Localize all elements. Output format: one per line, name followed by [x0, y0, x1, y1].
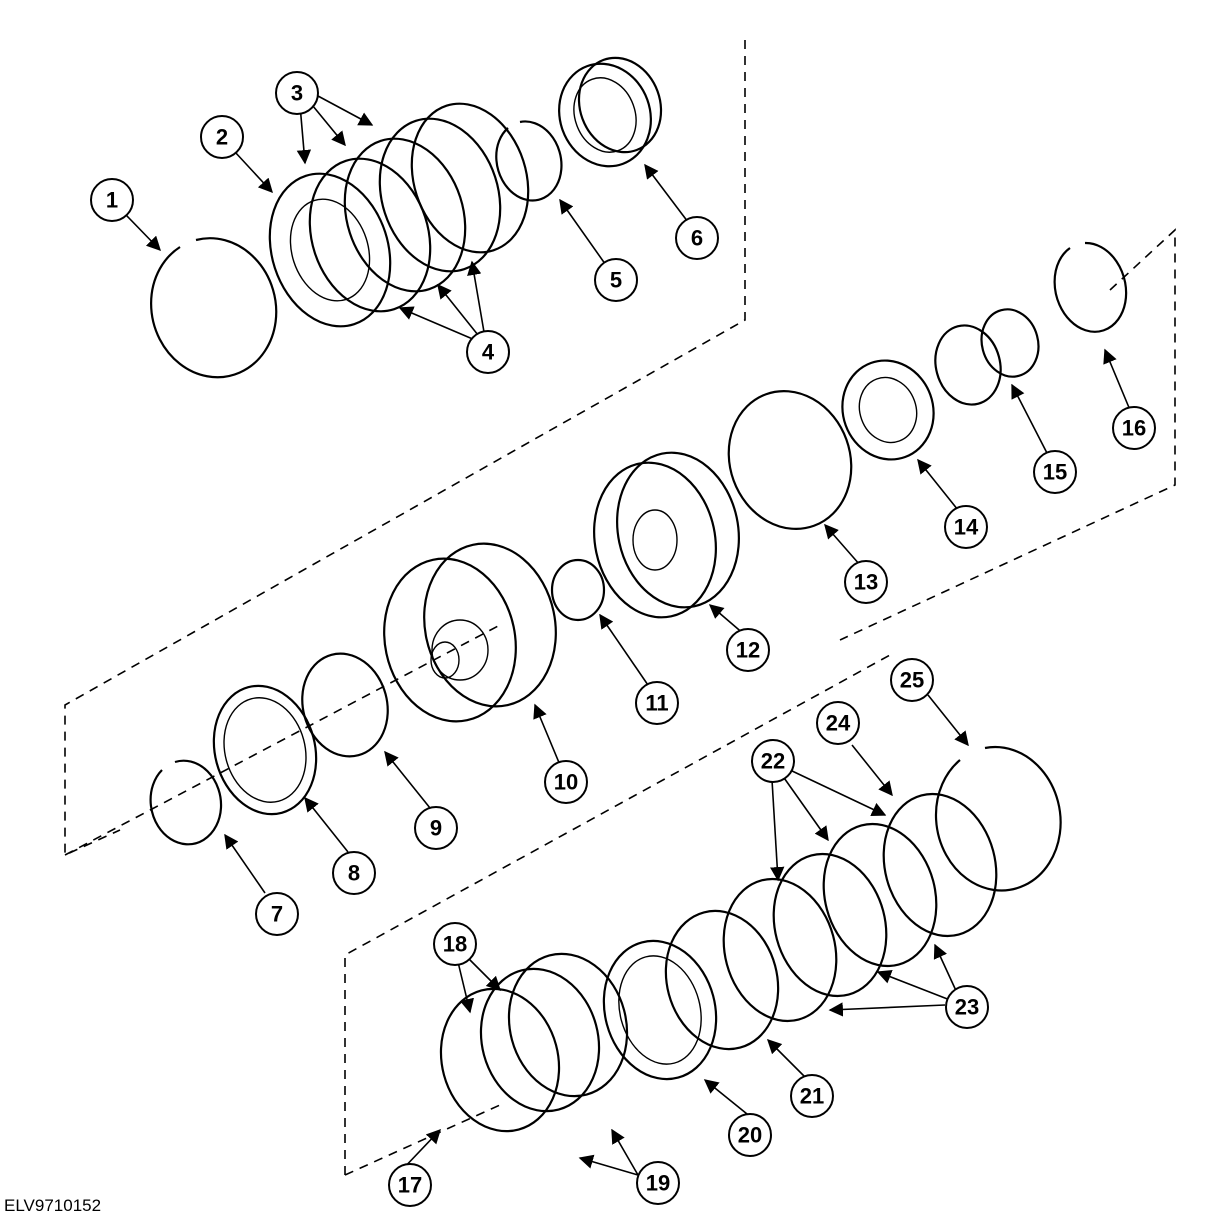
svg-text:14: 14 [954, 515, 979, 540]
callout-17: 17 [388, 1163, 432, 1207]
callout-18: 18 [433, 922, 477, 966]
leader-lines [125, 95, 1131, 1176]
callout-7: 7 [255, 892, 299, 936]
seal-14 [841, 359, 935, 461]
snap-ring-7 [149, 759, 223, 846]
assembly-boundaries [64, 40, 1176, 1176]
svg-text:6: 6 [691, 226, 703, 251]
hub-10 [383, 542, 557, 723]
svg-text:5: 5 [610, 268, 622, 293]
callout-12: 12 [726, 628, 770, 672]
svg-text:15: 15 [1043, 460, 1067, 485]
svg-text:20: 20 [738, 1123, 762, 1148]
svg-text:2: 2 [216, 125, 228, 150]
svg-text:12: 12 [736, 638, 760, 663]
svg-text:18: 18 [443, 932, 467, 957]
callout-6: 6 [675, 216, 719, 260]
callout-24: 24 [816, 701, 860, 745]
callout-11: 11 [635, 681, 679, 725]
svg-text:17: 17 [398, 1173, 422, 1198]
callout-15: 15 [1033, 450, 1077, 494]
snap-ring-5 [495, 120, 563, 202]
svg-text:1: 1 [106, 188, 118, 213]
svg-text:3: 3 [291, 81, 303, 106]
callout-16: 16 [1112, 406, 1156, 450]
clutch-pack-lower-front [439, 952, 629, 1133]
plate-20 [602, 939, 718, 1081]
svg-text:9: 9 [430, 816, 442, 841]
callout-2: 2 [200, 115, 244, 159]
callout-19: 19 [636, 1161, 680, 1205]
clutch-pack-upper [268, 102, 530, 328]
svg-text:23: 23 [955, 995, 979, 1020]
bearing-6 [558, 56, 663, 168]
callout-13: 13 [844, 560, 888, 604]
callout-9: 9 [414, 806, 458, 850]
svg-text:25: 25 [900, 668, 924, 693]
callout-3: 3 [275, 71, 319, 115]
svg-text:21: 21 [800, 1084, 824, 1109]
callout-20: 20 [728, 1113, 772, 1157]
clutch-pack-lower-rear [722, 792, 998, 1023]
figure-id-label: ELV9710152 [4, 1196, 102, 1215]
callout-5: 5 [594, 258, 638, 302]
svg-text:10: 10 [554, 770, 578, 795]
callout-10: 10 [544, 760, 588, 804]
svg-text:13: 13 [854, 570, 878, 595]
callout-21: 21 [790, 1074, 834, 1118]
svg-text:16: 16 [1122, 416, 1146, 441]
spring-15 [934, 308, 1040, 406]
callout-4: 4 [466, 330, 510, 374]
svg-text:22: 22 [761, 749, 785, 774]
svg-text:19: 19 [646, 1171, 670, 1196]
ring-13 [727, 389, 853, 531]
callout-22: 22 [751, 739, 795, 783]
callout-14: 14 [944, 505, 988, 549]
svg-text:11: 11 [645, 691, 668, 716]
svg-text:24: 24 [826, 711, 851, 736]
callout-23: 23 [945, 985, 989, 1029]
piston-12 [593, 451, 740, 619]
snap-ring-1 [150, 237, 278, 379]
svg-text:7: 7 [271, 902, 283, 927]
callouts: 1 2 3 4 5 6 7 8 9 10 11 12 13 14 15 16 1… [90, 71, 1156, 1207]
ring-9 [301, 652, 389, 758]
svg-text:4: 4 [482, 340, 495, 365]
snap-ring-16 [1053, 241, 1128, 333]
callout-8: 8 [332, 851, 376, 895]
plate-21 [664, 909, 780, 1051]
callout-25: 25 [890, 658, 934, 702]
callout-1: 1 [90, 178, 134, 222]
svg-text:8: 8 [348, 861, 360, 886]
snap-ring-25 [934, 745, 1062, 892]
ring-11 [550, 558, 606, 622]
